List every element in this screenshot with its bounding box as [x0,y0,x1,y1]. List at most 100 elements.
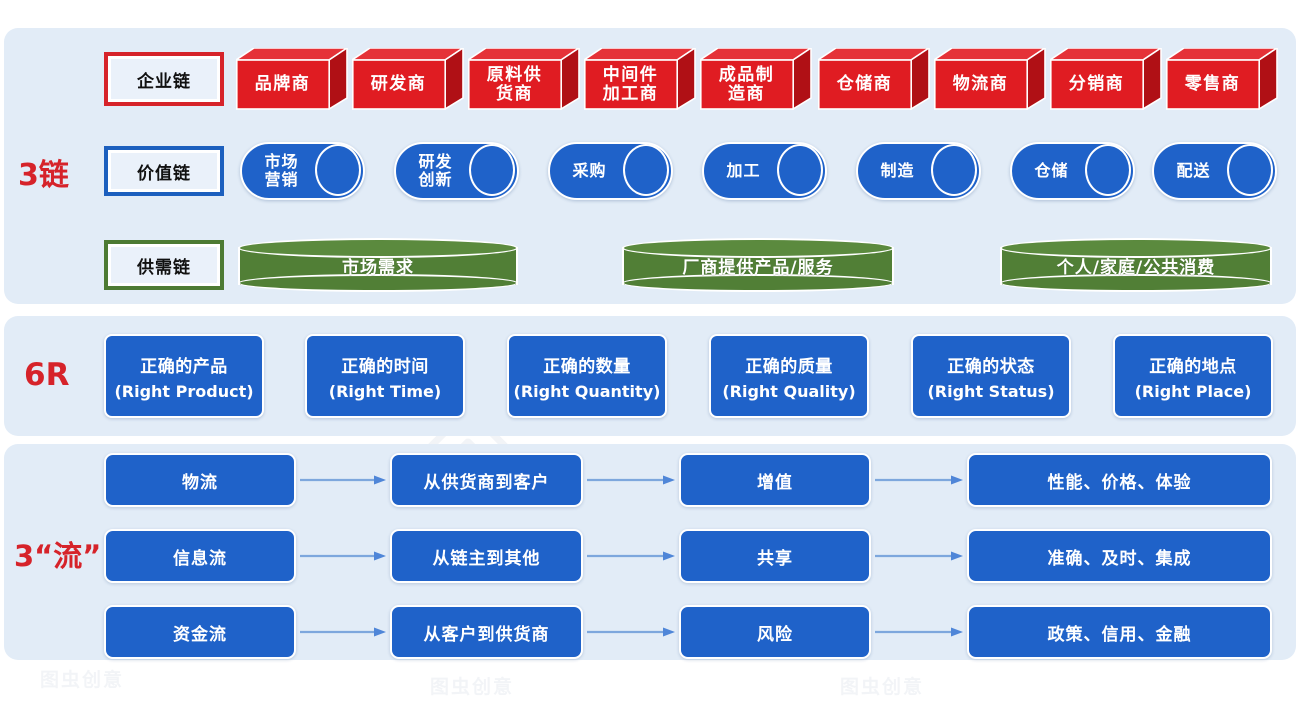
node-label: 厂商提供产品/服务 [682,257,834,278]
drum-bottom-ellipse [1000,274,1272,292]
node-label: 制造 [880,161,915,181]
node-label: 市场 营销 [264,152,299,189]
flow-cell[interactable]: 从供货商到客户 [390,453,583,507]
cylinder-cap-ellipse [931,144,977,196]
cube-3d-shape [584,48,696,110]
six-r-card[interactable]: 正确的数量 (Right Quantity) [507,334,667,418]
cube-3d-shape [1166,48,1278,110]
flow-arrow [875,550,963,562]
chain-label-supply-demand: 供需链 [104,240,224,290]
node-label: 加工 [726,161,761,181]
chain-label-enterprise: 企业链 [104,52,224,106]
six-r-card[interactable]: 正确的产品 (Right Product) [104,334,264,418]
six-r-card[interactable]: 正确的时间 (Right Time) [305,334,465,418]
value-chain-node[interactable]: 加工 [702,142,827,200]
flow-cell[interactable]: 风险 [679,605,871,659]
six-r-card-en: (Right Place) [1134,381,1252,401]
six-r-card-en: (Right Product) [114,381,254,401]
node-label: 原料供 货商 [486,64,543,104]
group-label-six-r: 6R [24,357,70,393]
flow-arrow [587,474,675,486]
flow-arrow [875,474,963,486]
node-label: 仓储 [1034,161,1069,181]
six-r-card[interactable]: 正确的地点 (Right Place) [1113,334,1273,418]
enterprise-chain-node[interactable]: 仓储商 [818,48,930,110]
enterprise-chain-node[interactable]: 原料供 货商 [468,48,580,110]
flow-arrow [587,626,675,638]
six-r-card[interactable]: 正确的状态 (Right Status) [911,334,1071,418]
cylinder-cap-ellipse [1227,144,1273,196]
six-r-card-en: (Right Quantity) [513,381,661,401]
flow-cell[interactable]: 共享 [679,529,871,583]
chain-label-value: 价值链 [104,146,224,196]
six-r-card-en: (Right Time) [328,381,442,401]
supply-demand-node[interactable]: 厂商提供产品/服务 [622,238,894,292]
flow-cell[interactable]: 物流 [104,453,296,507]
node-label: 成品制 造商 [718,64,775,104]
flow-cell[interactable]: 从客户到供货商 [390,605,583,659]
flow-cell[interactable]: 信息流 [104,529,296,583]
six-r-card-cn: 正确的质量 [745,356,833,377]
watermark-text: 图虫创意 [40,670,125,691]
flow-arrow [300,550,386,562]
cube-3d-shape [236,48,348,110]
enterprise-chain-node[interactable]: 零售商 [1166,48,1278,110]
cylinder-cap-ellipse [623,144,669,196]
drum-top-ellipse [1000,238,1272,258]
cube-3d-shape [934,48,1046,110]
six-r-card[interactable]: 正确的质量 (Right Quality) [709,334,869,418]
node-label: 市场需求 [342,257,414,278]
flow-arrow [587,550,675,562]
flow-arrow [875,626,963,638]
six-r-card-cn: 正确的时间 [341,356,429,377]
enterprise-chain-node[interactable]: 品牌商 [236,48,348,110]
value-chain-node[interactable]: 采购 [548,142,673,200]
watermark-text: 图虫创意 [430,677,515,698]
cube-3d-shape [352,48,464,110]
enterprise-chain-node[interactable]: 物流商 [934,48,1046,110]
value-chain-node[interactable]: 配送 [1152,142,1277,200]
six-r-card-en: (Right Quality) [722,381,856,401]
node-label: 零售商 [1184,74,1241,95]
six-r-card-cn: 正确的地点 [1149,356,1237,377]
cylinder-cap-ellipse [777,144,823,196]
drum-top-ellipse [622,238,894,258]
flow-cell[interactable]: 准确、及时、集成 [967,529,1272,583]
flow-cell[interactable]: 政策、信用、金融 [967,605,1272,659]
six-r-card-en: (Right Status) [927,381,1055,401]
watermark-text: 图虫创意 [840,677,925,698]
node-label: 物流商 [952,74,1009,95]
value-chain-node[interactable]: 仓储 [1010,142,1135,200]
node-label: 研发 创新 [418,152,453,189]
flow-arrow [300,474,386,486]
group-label-three-flows: 3“流” [14,539,102,573]
supply-demand-node[interactable]: 市场需求 [238,238,518,292]
flow-cell[interactable]: 性能、价格、体验 [967,453,1272,507]
cylinder-cap-ellipse [469,144,515,196]
flow-arrow [300,626,386,638]
cube-3d-shape [818,48,930,110]
drum-bottom-ellipse [622,274,894,292]
node-label: 采购 [572,161,607,181]
cube-3d-shape [700,48,812,110]
cube-3d-shape [1050,48,1162,110]
flow-cell[interactable]: 资金流 [104,605,296,659]
supply-demand-node[interactable]: 个人/家庭/公共消费 [1000,238,1272,292]
node-label: 配送 [1176,161,1211,181]
enterprise-chain-node[interactable]: 分销商 [1050,48,1162,110]
enterprise-chain-node[interactable]: 研发商 [352,48,464,110]
drum-bottom-ellipse [238,274,518,292]
value-chain-node[interactable]: 制造 [856,142,981,200]
six-r-card-cn: 正确的状态 [947,356,1035,377]
drum-top-ellipse [238,238,518,258]
flow-cell[interactable]: 增值 [679,453,871,507]
enterprise-chain-node[interactable]: 成品制 造商 [700,48,812,110]
value-chain-node[interactable]: 研发 创新 [394,142,519,200]
node-label: 中间件 加工商 [602,64,659,104]
flow-cell[interactable]: 从链主到其他 [390,529,583,583]
enterprise-chain-node[interactable]: 中间件 加工商 [584,48,696,110]
node-label: 品牌商 [254,74,311,95]
six-r-card-cn: 正确的数量 [543,356,631,377]
value-chain-node[interactable]: 市场 营销 [240,142,365,200]
cube-3d-shape [468,48,580,110]
